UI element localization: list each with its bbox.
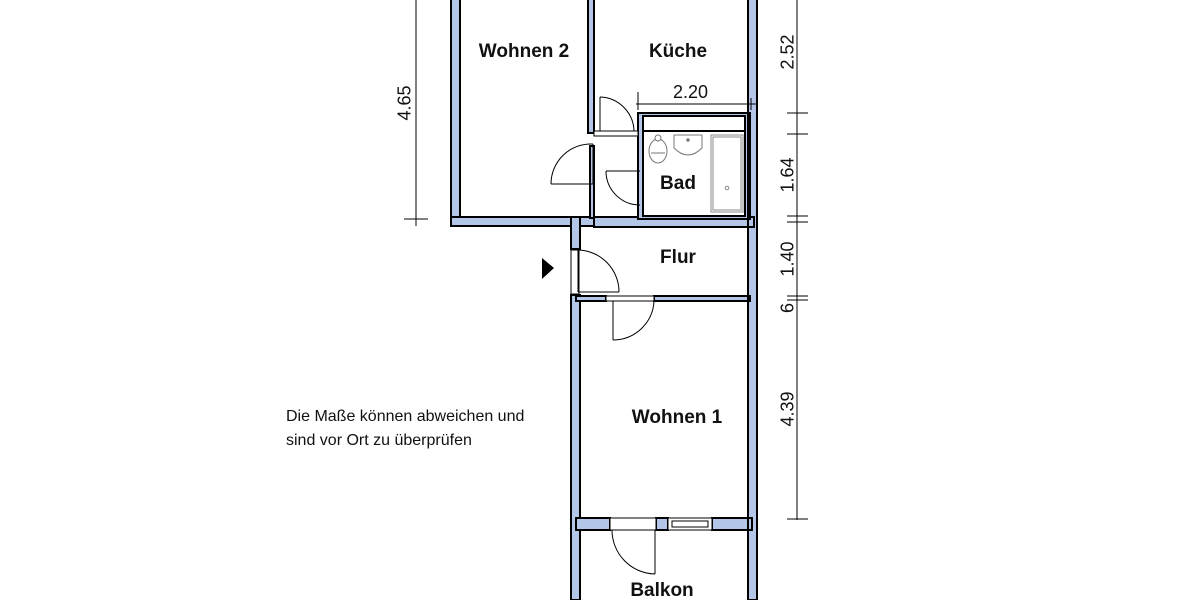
dimension-bad-width: 2.20 [673, 82, 709, 102]
dimension-lines [404, 0, 808, 520]
dimension-right-kueche: 2.52 [777, 34, 798, 70]
disclaimer-line-2: sind vor Ort zu überprüfen [286, 432, 472, 449]
dimension-right-bad: 1.64 [777, 157, 798, 193]
doors [550, 96, 713, 575]
room-label-wohnen-1: Wohnen 1 [631, 407, 723, 428]
room-label-balkon: Balkon [630, 580, 694, 601]
dimension-left-wohnen-2: 4.65 [394, 85, 415, 121]
disclaimer-line-1: Die Maße können abweichen und [286, 408, 525, 425]
walls [450, 0, 758, 600]
room-label-wohnen-2: Wohnen 2 [478, 41, 570, 62]
bathtub-icon [710, 134, 744, 213]
room-label-kueche: Küche [648, 41, 708, 62]
entrance-arrow-icon [542, 258, 554, 279]
dimension-right-wohnen-1: 4.39 [777, 391, 798, 427]
dimension-right-flur: 1.40 [777, 241, 798, 277]
room-label-flur: Flur [660, 247, 696, 268]
dimension-right-wall: 6 [777, 302, 798, 314]
room-outlines [459, 0, 749, 600]
sink-icon [673, 134, 703, 156]
bathroom-enclosure [637, 112, 751, 220]
room-label-bad: Bad [660, 173, 696, 194]
toilet-icon [648, 134, 668, 164]
disclaimer-note: Die Maße können abweichen und sind vor O… [286, 405, 524, 453]
